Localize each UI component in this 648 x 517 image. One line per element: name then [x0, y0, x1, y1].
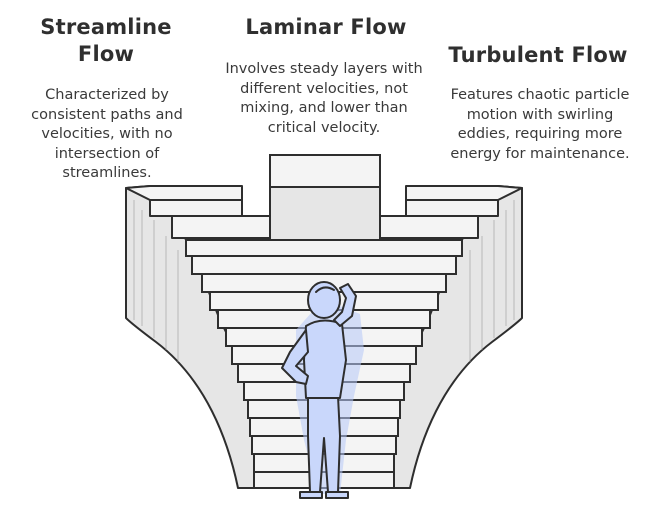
turbulent-flow-heading: Turbulent Flow [432, 42, 644, 69]
turbulent-flow-title: Turbulent Flow [448, 43, 628, 67]
right-stairs [379, 185, 523, 239]
person-scratching-head-icon [281, 281, 364, 499]
left-stairs [125, 185, 271, 239]
center-block-lower [269, 186, 381, 242]
turbulent-flow-description: Features chaotic particle motion with sw… [450, 87, 630, 162]
laminar-flow-description: Involves steady layers with different ve… [225, 61, 423, 136]
laminar-flow-title: Laminar Flow [245, 15, 407, 39]
wall-hatching [133, 200, 515, 362]
streamline-flow-title: Streamline Flow [40, 15, 172, 66]
streamline-flow-heading: Streamline Flow [18, 14, 194, 68]
streamline-flow-description: Characterized by consistent paths and ve… [31, 87, 183, 181]
laminar-flow-heading: Laminar Flow [220, 14, 432, 41]
center-top-block [269, 154, 381, 188]
